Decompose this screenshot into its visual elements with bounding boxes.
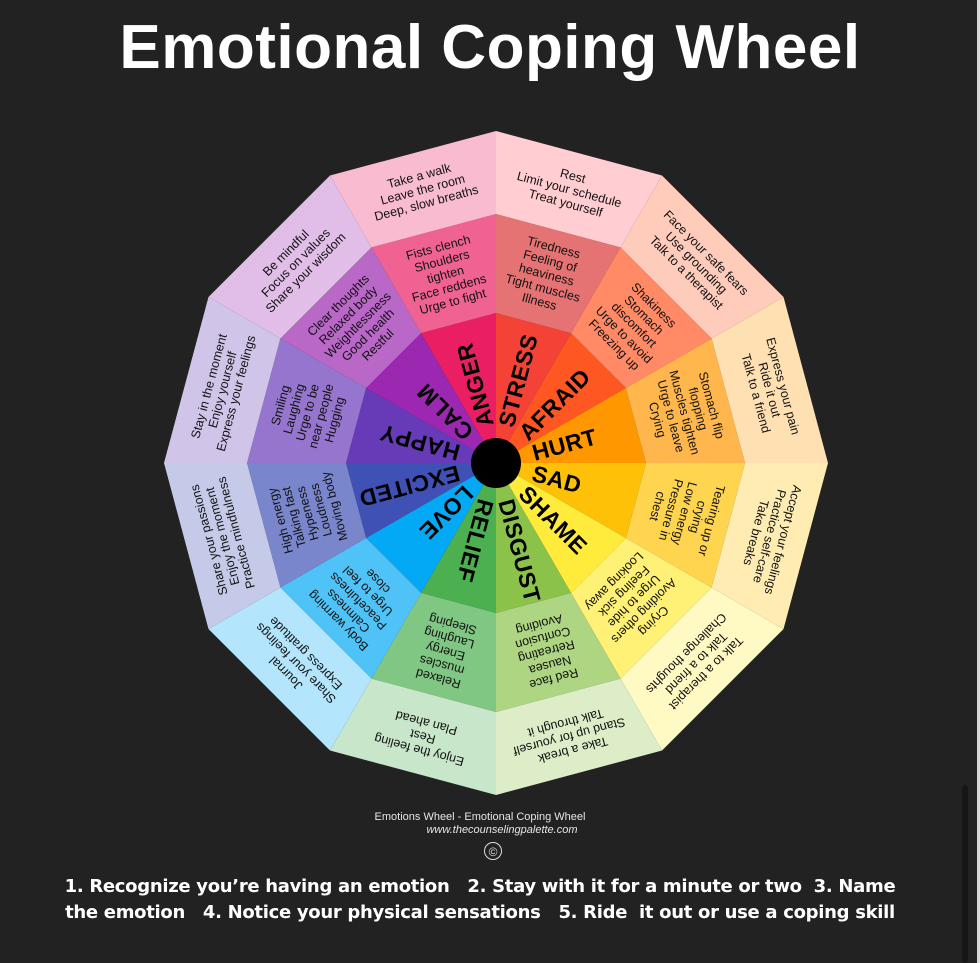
footer-caption: Emotions Wheel - Emotional Coping Wheel (374, 811, 586, 823)
sensations-segment (625, 463, 745, 588)
coping-segment (164, 297, 281, 463)
sensations-segment (371, 592, 496, 712)
coping-segment (711, 463, 828, 629)
sensations-text: Red faceNauseaRetreatingConfusionAvoidin… (510, 610, 584, 693)
center-circle (471, 438, 521, 488)
emotion-segment (421, 313, 496, 463)
emotion-segment (496, 313, 571, 463)
window-edge (977, 0, 980, 963)
coping-segment (620, 587, 784, 751)
sensations-segment (571, 538, 712, 679)
sensations-segment (371, 214, 496, 334)
coping-text: Enjoy the feelingRestPlan ahead (373, 704, 473, 769)
sensations-segment (247, 463, 367, 588)
sensations-segment (496, 592, 621, 712)
coping-segment (711, 297, 828, 463)
page-title: Emotional Coping Wheel (119, 13, 861, 82)
emotion-segment (366, 463, 496, 593)
sensations-text: RelaxedmusclesEnergyLaughingSleeping (412, 611, 480, 692)
emotion-segment (346, 388, 496, 463)
coping-segment (496, 131, 662, 248)
coping-segment (330, 131, 496, 248)
footer-url: www.thecounselingpalette.com (426, 824, 578, 836)
coping-segment (208, 175, 372, 339)
coping-text-line: Rest (559, 166, 588, 186)
sensations-segment (496, 214, 621, 334)
sensations-text: Tearing up orcryingLow energyPressure in… (641, 469, 728, 558)
coping-segment (164, 463, 281, 629)
coping-segment (496, 678, 662, 795)
scrollbar[interactable] (962, 785, 968, 963)
sensations-segment (247, 338, 367, 463)
emotion-segment (496, 463, 646, 538)
coping-segment (208, 587, 372, 751)
copyright-icon: © (484, 842, 502, 860)
sensations-segment (571, 247, 712, 388)
coping-text-line: Rest (408, 726, 437, 746)
emotion-segment (496, 333, 626, 463)
coping-segment (330, 678, 496, 795)
sensations-segment (625, 338, 745, 463)
emotion-segment (496, 463, 571, 613)
instructions-line-1: 1. Recognize you’re having an emotion 2.… (64, 876, 896, 897)
instructions-line-2: the emotion 4. Notice your physical sens… (65, 902, 895, 923)
emotion-segment (366, 333, 496, 463)
coping-segment (620, 175, 784, 339)
emotion-segment (496, 388, 646, 463)
emotion-segment (346, 463, 496, 538)
emotion-segment (421, 463, 496, 613)
emotion-segment (496, 463, 626, 593)
sensations-segment (280, 247, 421, 388)
sensations-segment (280, 538, 421, 679)
